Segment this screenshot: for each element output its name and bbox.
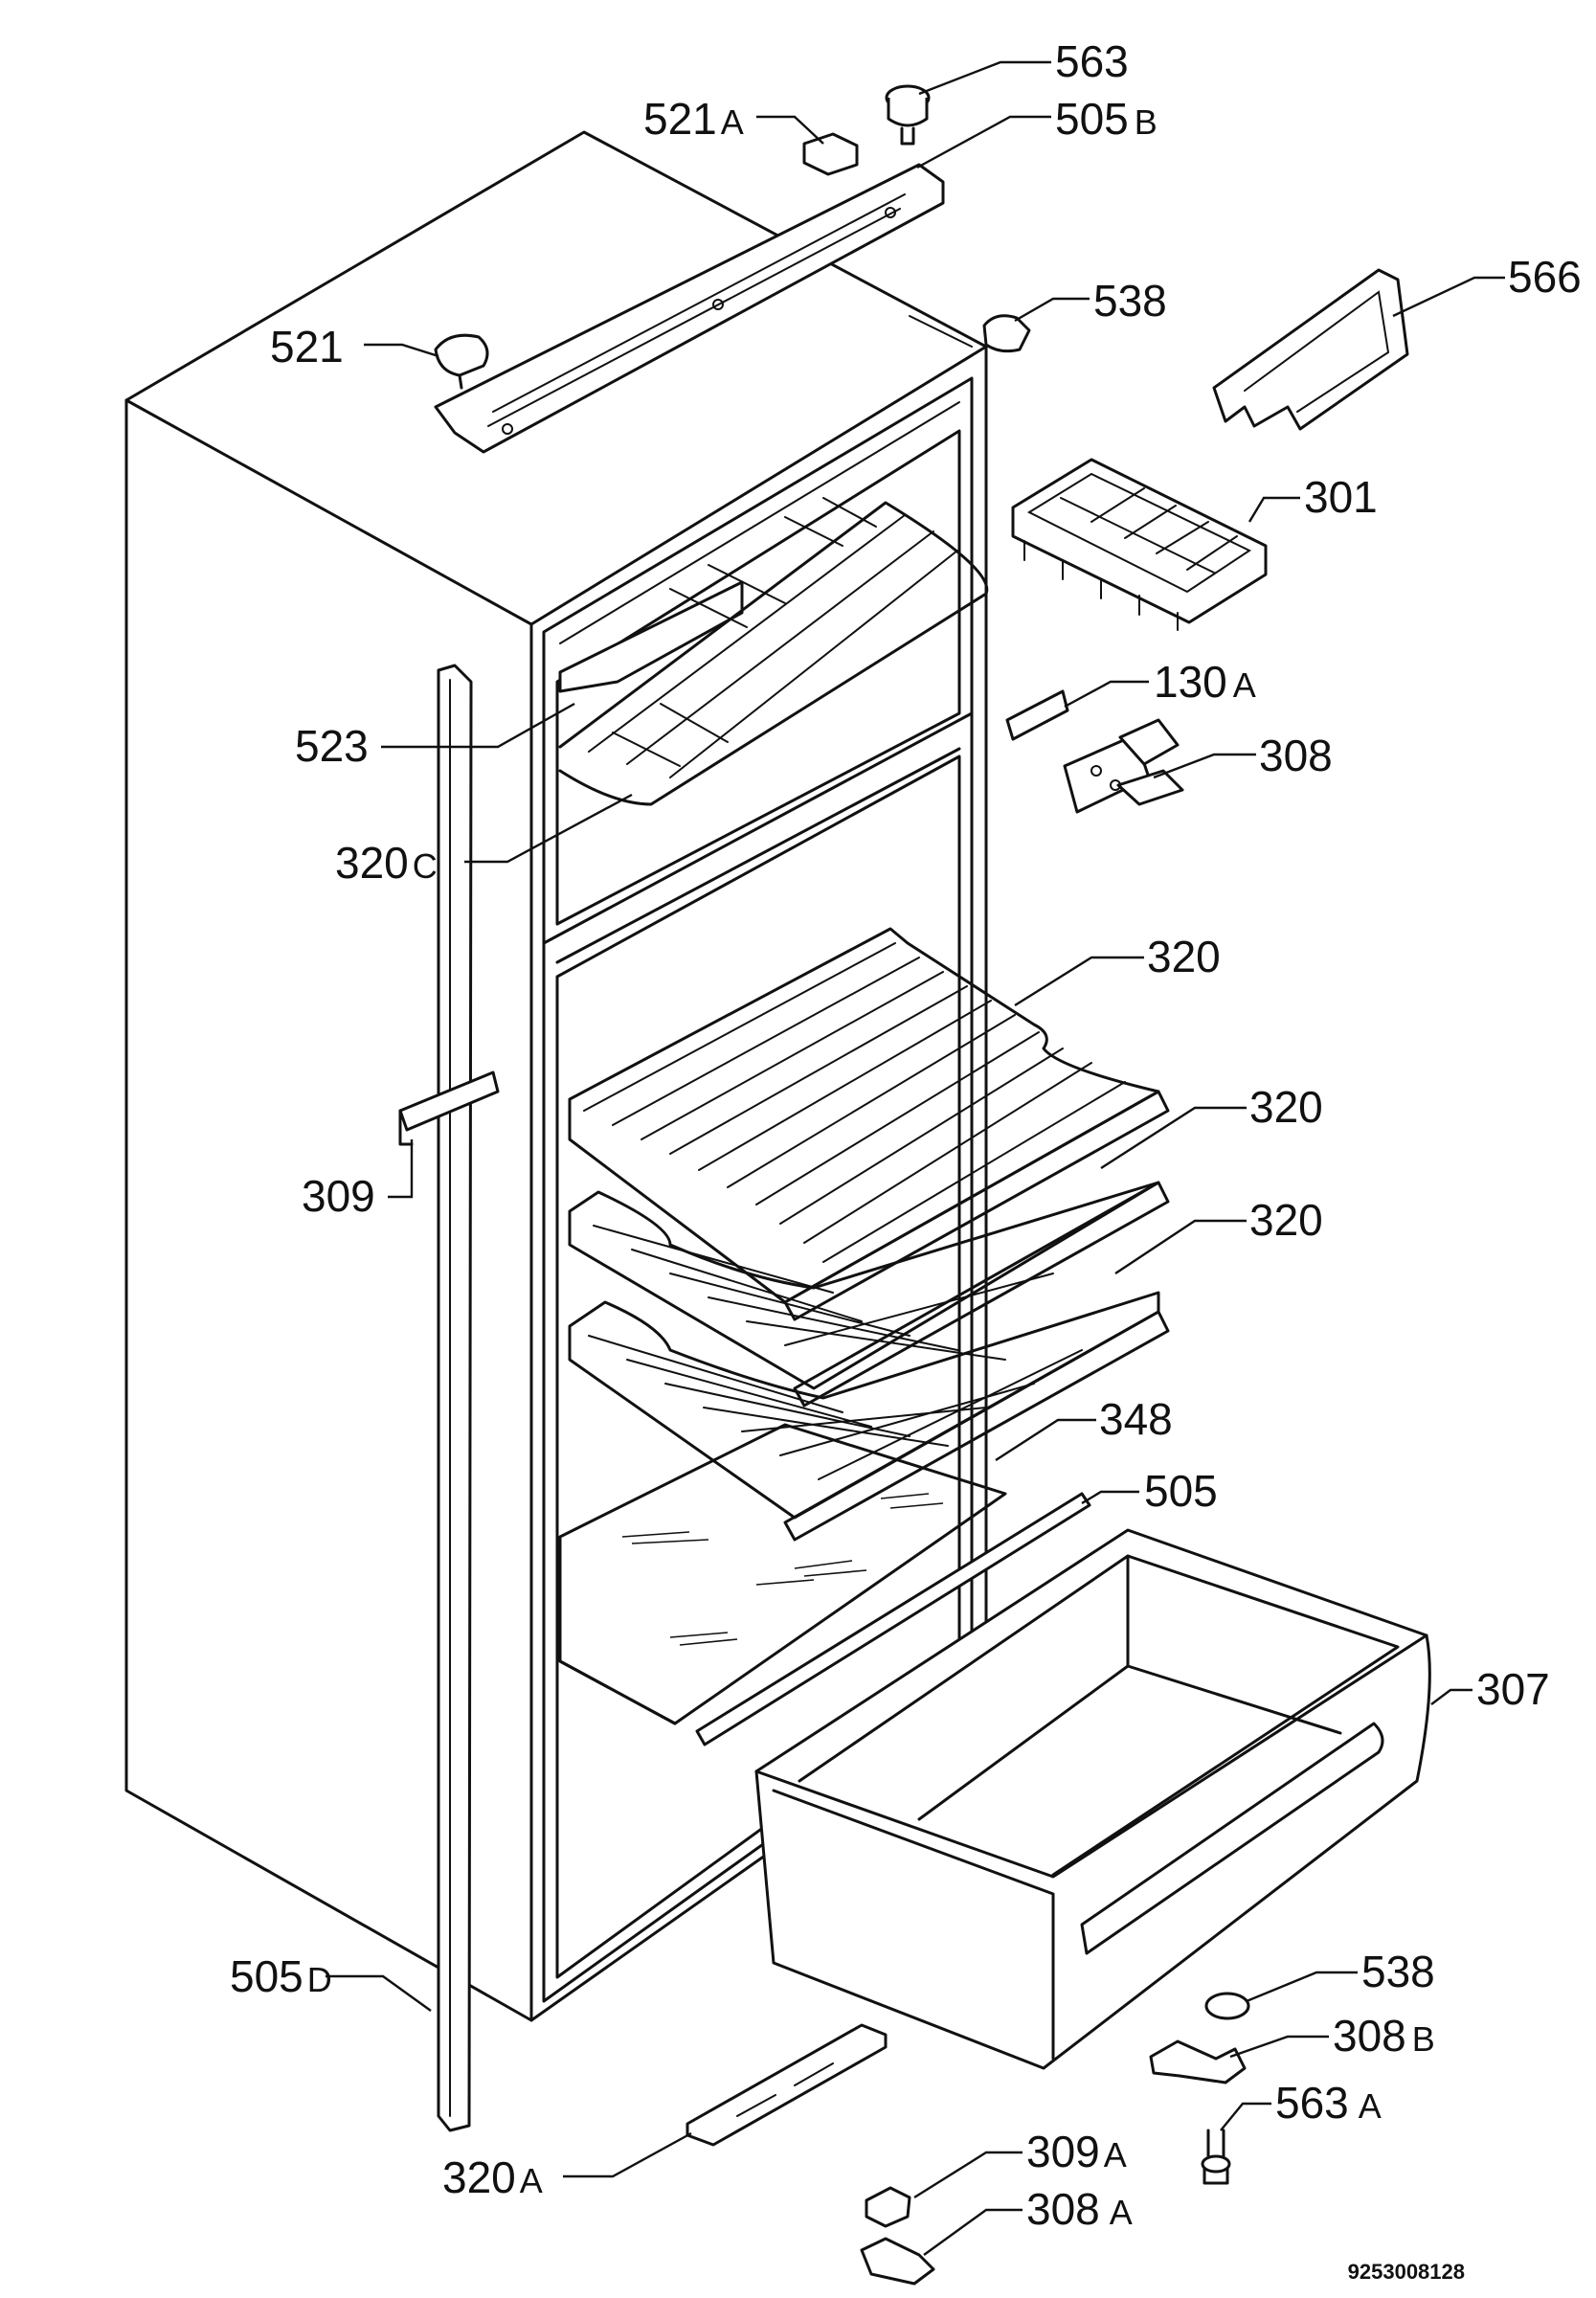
label-521: 521: [270, 322, 344, 372]
label-538-top: 538: [1093, 276, 1167, 326]
wire-shelf-1: [568, 927, 1170, 1321]
label-505: 505: [1144, 1466, 1218, 1516]
label-320-3: 320: [1249, 1195, 1323, 1245]
rod-505: [695, 1492, 1091, 1746]
label-523: 523: [295, 721, 369, 771]
glass-shelf-348: [558, 1423, 1007, 1725]
plate-130a: [1005, 689, 1069, 741]
label-566: 566: [1508, 252, 1582, 302]
label-320-1: 320: [1147, 932, 1221, 981]
hinge-308: [1063, 718, 1184, 814]
top-hinge-bar: [434, 163, 945, 454]
freezer-shelf-320c: [558, 497, 989, 806]
bracket-521a: [802, 132, 859, 176]
screw-563a: [1201, 2129, 1231, 2185]
leader-lines: [326, 60, 1505, 2256]
pin-538-top: [982, 314, 1031, 353]
bracket-309: [398, 1070, 500, 1146]
label-538-bottom: 538: [1361, 1947, 1435, 1996]
label-301: 301: [1304, 472, 1378, 522]
label-307: 307: [1476, 1664, 1550, 1714]
wire-shelf-2: [568, 1181, 1170, 1408]
label-309: 309: [302, 1171, 375, 1221]
hinge-308a: [860, 2237, 935, 2286]
rail-320a: [686, 2023, 888, 2147]
label-308: 308: [1259, 731, 1333, 780]
label-320-2: 320: [1249, 1082, 1323, 1132]
wire-shelf-3: [568, 1291, 1170, 1542]
label-348: 348: [1099, 1394, 1173, 1444]
label-563: 563: [1055, 36, 1129, 86]
door-handle-566: [1212, 268, 1409, 431]
door-seal-505d: [437, 664, 473, 2132]
crisper-drawer-307: [754, 1528, 1431, 2070]
screw-563: [885, 84, 931, 146]
knob-521: [434, 333, 489, 390]
document-number: 9253008128: [1348, 2260, 1465, 2284]
hinge-308b: [1149, 2039, 1247, 2084]
pin-538-bottom: [1204, 1992, 1250, 2020]
bracket-309a: [865, 2186, 911, 2228]
ice-cube-tray: [1011, 458, 1268, 631]
